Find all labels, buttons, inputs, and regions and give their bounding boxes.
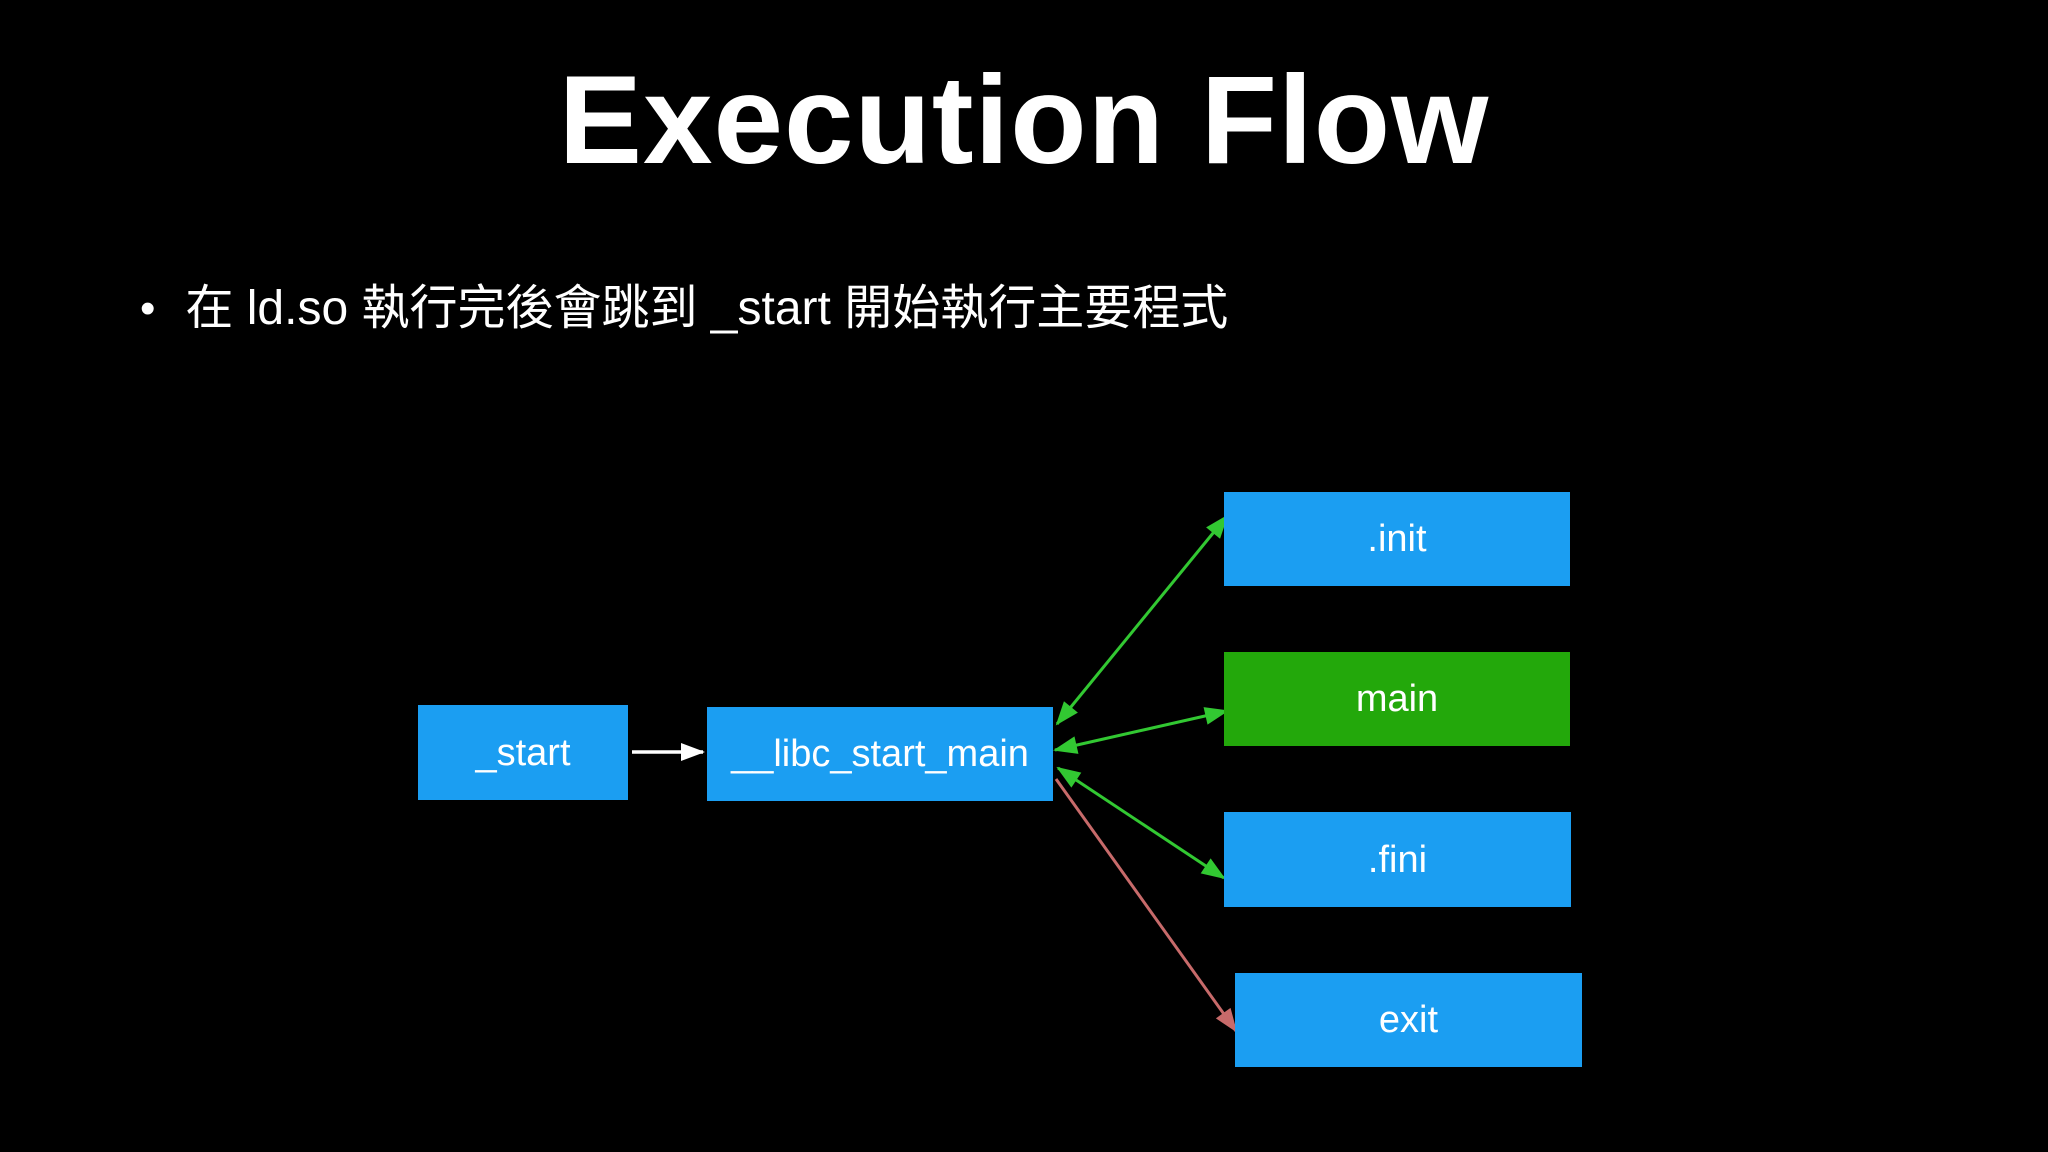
node-start: _start bbox=[418, 705, 628, 800]
edge-libc-main bbox=[1053, 707, 1229, 754]
slide-title: Execution Flow bbox=[558, 51, 1490, 190]
node-label-libc-start-main: __libc_start_main bbox=[731, 733, 1029, 775]
node-label-fini: .fini bbox=[1367, 838, 1428, 881]
node-main: main bbox=[1224, 652, 1570, 746]
node-libc-start-main: __libc_start_main bbox=[707, 707, 1053, 801]
edge-libc-fini bbox=[1056, 766, 1226, 880]
node-exit: exit bbox=[1235, 973, 1582, 1067]
bullet-text: 在 ld.so 執行完後會跳到 _start 開始執行主要程式 bbox=[185, 282, 1229, 335]
node-label-start: _start bbox=[475, 731, 571, 774]
edge-libc-exit bbox=[1054, 778, 1238, 1033]
bullet-item: • 在 ld.so 執行完後會跳到 _start 開始執行主要程式 bbox=[140, 278, 1228, 340]
edge-libc-init bbox=[1055, 514, 1229, 726]
node-init: .init bbox=[1224, 492, 1570, 586]
node-fini: .fini bbox=[1224, 812, 1571, 907]
node-label-main: main bbox=[1355, 678, 1439, 720]
node-label-init: .init bbox=[1367, 518, 1427, 560]
node-label-exit: exit bbox=[1378, 999, 1439, 1041]
bullet-marker: • bbox=[140, 284, 156, 334]
